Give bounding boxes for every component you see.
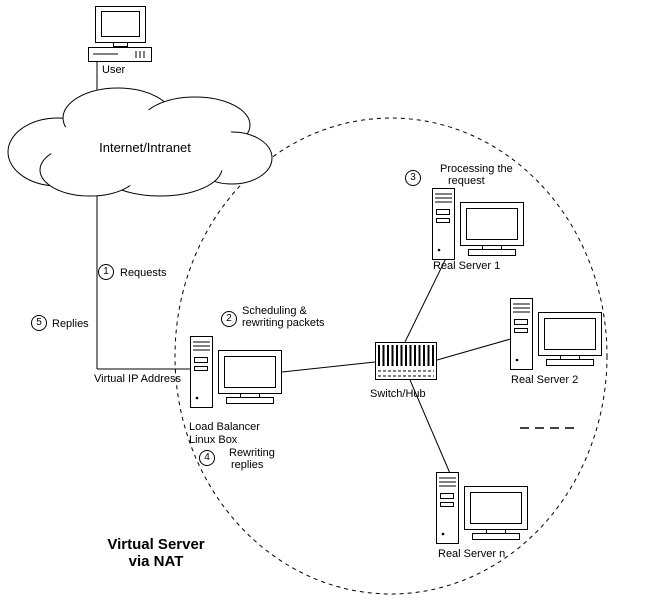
- step-4-label-line1: Rewriting: [229, 447, 275, 459]
- user-label: User: [102, 64, 126, 76]
- real-server-n-icon: [436, 472, 528, 544]
- link-switch-real-server-1: [404, 251, 450, 343]
- step-1-label: Requests: [120, 267, 167, 279]
- load-balancer-icon: [190, 336, 282, 408]
- real-server-1-label: Real Server 1: [433, 260, 501, 272]
- link-switch-real-server-2: [436, 337, 515, 361]
- diagram-title-line1: Virtual Server: [107, 536, 205, 553]
- diagram-title-line2: via NAT: [128, 553, 184, 570]
- step-3-badge: 3: [405, 170, 421, 186]
- cloud-icon: [7, 87, 273, 197]
- step-3-label-line2: request: [448, 175, 485, 187]
- real-server-1-icon: [432, 188, 524, 260]
- link-load-balancer-switch: [281, 361, 376, 373]
- user-computer-icon: [88, 6, 152, 62]
- step-2-label-line2: rewriting packets: [242, 317, 325, 329]
- diagram-title: Virtual Server via NAT: [91, 536, 221, 570]
- linux-box-label: Linux Box: [189, 434, 238, 446]
- load-balancer-label: Load Balancer: [189, 421, 260, 433]
- step-2-badge: 2: [221, 311, 237, 327]
- real-server-2-label: Real Server 2: [511, 374, 579, 386]
- step-4-badge: 4: [199, 450, 215, 466]
- step-5-label: Replies: [52, 318, 89, 330]
- step-5-badge: 5: [31, 315, 47, 331]
- link-switch-real-server-n: [409, 379, 453, 479]
- virtual-ip-label: Virtual IP Address: [94, 373, 182, 385]
- real-server-2-icon: [510, 298, 602, 370]
- switch-hub-icon: [374, 341, 438, 381]
- step-2-label-line1: Scheduling &: [242, 305, 307, 317]
- real-server-n-label: Real Server n: [438, 548, 506, 560]
- cloud-label: Internet/Intranet: [99, 140, 191, 155]
- nat-cluster-boundary: [174, 117, 608, 595]
- switch-hub-label: Switch/Hub: [370, 388, 426, 400]
- step-4-label-line2: replies: [231, 459, 264, 471]
- step-3-label-line1: Processing the: [440, 163, 513, 175]
- step-1-badge: 1: [98, 264, 114, 280]
